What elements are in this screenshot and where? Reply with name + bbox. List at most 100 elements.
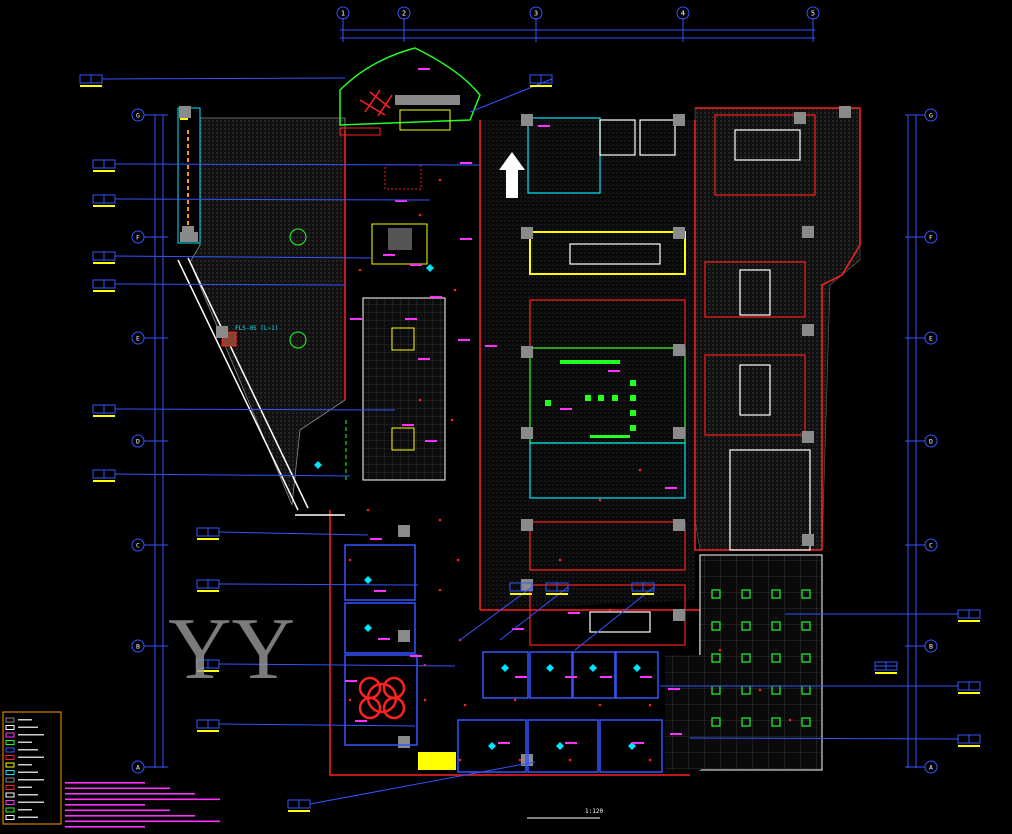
callout-leader	[309, 761, 536, 805]
light-fixture-icon	[501, 664, 509, 672]
elevation-mark	[418, 68, 430, 70]
area-label: FLS-05 (L~1)	[235, 325, 278, 332]
column-square	[802, 431, 814, 443]
column-bubble-1: 1	[336, 6, 350, 20]
elevation-mark	[668, 688, 680, 690]
column-bubble-3: 3	[529, 6, 543, 20]
column-square	[179, 106, 191, 118]
elevation-mark	[402, 424, 414, 426]
callout-leader	[114, 163, 481, 166]
legend-text-line	[18, 741, 32, 743]
row-bubble-right-D: D	[905, 434, 938, 448]
row-bubble-left-A: A	[131, 760, 168, 774]
elevation-mark	[383, 254, 395, 256]
row-bubble-label: A	[929, 764, 933, 772]
callout-tag	[545, 582, 569, 595]
drain-dot	[458, 758, 462, 762]
planter-square	[711, 717, 721, 727]
callout-tag	[92, 279, 116, 292]
structural-columns	[179, 106, 851, 766]
note-text-line	[65, 815, 195, 817]
row-bubble-right-A: A	[905, 760, 938, 774]
hatched-plaza	[189, 107, 861, 610]
callout-tag	[631, 582, 655, 595]
callout-tag	[92, 194, 116, 207]
row-bubble-left-C: C	[131, 538, 168, 552]
drain-dot	[598, 498, 602, 502]
legend-swatch	[5, 732, 15, 738]
drain-dot	[423, 698, 427, 702]
drain-dot	[718, 648, 722, 652]
note-text-line	[65, 809, 170, 812]
callout-tag	[529, 74, 553, 87]
callout-tag	[196, 527, 220, 540]
row-bubble-left-G: G	[131, 108, 168, 122]
planter-square	[801, 589, 811, 599]
elevation-mark	[460, 238, 472, 240]
elevation-mark	[512, 628, 524, 630]
callout-leader	[574, 586, 655, 651]
callout-tag-text-line	[197, 538, 219, 540]
planter-square	[711, 653, 721, 663]
legend-text-line	[18, 764, 32, 766]
elevation-mark	[370, 538, 382, 540]
drain-dot	[648, 703, 652, 707]
legend-swatch	[5, 785, 15, 790]
callout-leader	[459, 586, 533, 641]
planter-square	[741, 589, 751, 599]
callout-tag-text-line	[288, 810, 310, 812]
elevation-mark	[395, 200, 407, 202]
scale-label: 1:120	[585, 808, 603, 815]
south-lighting-rooms	[344, 544, 663, 773]
elevation-mark	[430, 296, 442, 298]
drain-dot	[598, 703, 602, 707]
elevation-mark	[405, 318, 417, 320]
column-square	[182, 226, 194, 238]
drain-dot	[513, 698, 517, 702]
column-square	[673, 427, 685, 439]
elevation-mark	[460, 162, 472, 164]
note-text-line	[65, 804, 145, 806]
drain-dot	[463, 703, 467, 707]
note-text-line	[65, 798, 220, 801]
callout-leader	[218, 723, 416, 727]
legend-text-line	[18, 726, 38, 728]
planter-square	[801, 653, 811, 663]
legend-text-line	[18, 794, 38, 796]
drain-dot	[348, 698, 352, 702]
column-square	[216, 326, 228, 338]
elevation-mark	[515, 676, 527, 678]
planter-square	[711, 589, 721, 599]
central-rooms	[527, 114, 816, 646]
callout-tag	[196, 719, 220, 732]
drain-dot	[648, 758, 652, 762]
callout-tag-text-line	[93, 290, 115, 292]
legend-swatch	[5, 807, 15, 813]
callout-tag	[196, 579, 220, 592]
legend-text-line	[18, 734, 44, 736]
light-fixture-icon	[364, 576, 372, 584]
planter-square	[771, 589, 781, 599]
drain-dot	[366, 508, 370, 512]
column-square	[521, 227, 533, 239]
column-square	[794, 112, 806, 124]
drain-dot	[558, 558, 562, 562]
planter-square	[771, 653, 781, 663]
row-bubble-left-D: D	[131, 434, 168, 448]
elevation-mark	[560, 408, 572, 410]
callout-leader	[114, 255, 373, 259]
callout-tag	[957, 681, 981, 694]
row-bubble-label: F	[929, 234, 933, 242]
callout-tag	[79, 74, 103, 87]
row-bubble-left-F: F	[131, 230, 168, 244]
elevation-mark	[410, 655, 422, 657]
row-bubble-left-E: E	[131, 331, 168, 345]
legend-text-line	[18, 816, 38, 818]
elevation-mark	[425, 440, 437, 442]
drain-dot	[453, 288, 457, 292]
row-bubble-label: E	[929, 335, 933, 343]
elevation-mark	[355, 720, 367, 722]
callout-tag-text-line	[875, 672, 897, 674]
elevation-mark	[418, 358, 430, 360]
